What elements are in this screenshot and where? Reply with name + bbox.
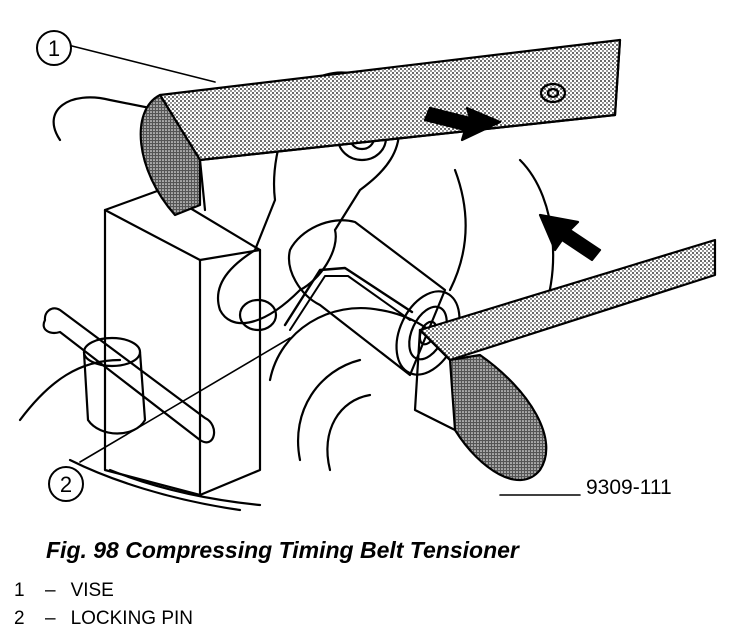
mounting-block xyxy=(103,188,262,497)
figure-caption: Fig. 98 Compressing Timing Belt Tensione… xyxy=(46,537,519,563)
callout-1-number: 1 xyxy=(48,36,60,61)
arrow-down-right xyxy=(423,106,502,142)
figure-code: 9309-111 xyxy=(586,476,672,499)
engine-housing xyxy=(52,96,162,142)
callout-1: 1 xyxy=(36,30,72,66)
leader-line-1 xyxy=(71,45,216,83)
legend-label: LOCKING PIN xyxy=(70,608,194,629)
legend-number: 1 xyxy=(14,580,25,601)
legend-label: VISE xyxy=(70,580,114,601)
legend-number: 2 xyxy=(14,608,25,629)
side-lever xyxy=(42,307,216,444)
upper-vise-jaw xyxy=(158,38,622,162)
arrow-up-left xyxy=(538,213,602,262)
legend-item-vise: 1 – VISE xyxy=(14,577,193,605)
upper-jaw-face xyxy=(139,93,202,217)
lower-vise-jaw xyxy=(418,238,717,362)
tensioner-illustration: 1 2 xyxy=(18,30,717,512)
legend-item-locking-pin: 2 – LOCKING PIN xyxy=(14,605,193,633)
legend: 1 – VISE 2 – LOCKING PIN xyxy=(14,577,193,633)
legend-separator: – xyxy=(44,580,56,601)
lower-jaw-face xyxy=(418,328,548,482)
callout-2-number: 2 xyxy=(60,472,72,497)
tensioner-cylinder xyxy=(287,219,447,377)
callout-2: 2 xyxy=(48,466,84,502)
locking-pin xyxy=(283,266,414,327)
leader-line-2 xyxy=(79,337,291,463)
legend-separator: – xyxy=(44,608,56,629)
